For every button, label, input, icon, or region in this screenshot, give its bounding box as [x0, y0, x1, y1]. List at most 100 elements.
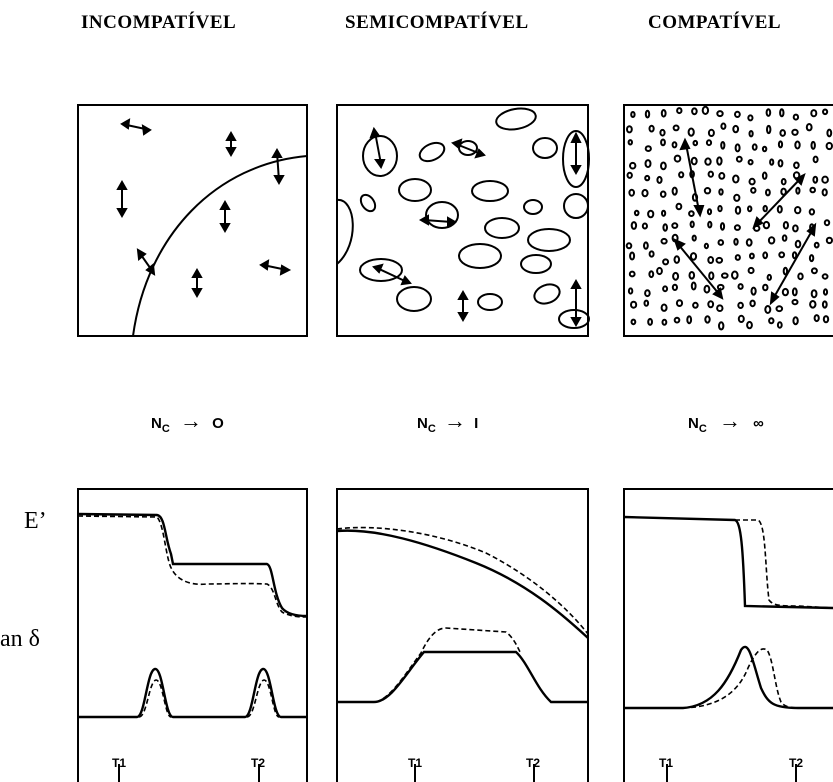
dispersed-particle — [707, 300, 715, 309]
property-panel-incompatible — [77, 488, 308, 782]
dispersed-particle — [793, 161, 800, 170]
dispersed-particle — [762, 283, 769, 292]
dispersed-particle — [629, 161, 637, 170]
dispersed-particle — [733, 193, 741, 202]
dispersed-particle — [717, 239, 725, 246]
tan-delta-curve-dashed — [375, 627, 522, 703]
dispersed-particle — [718, 188, 724, 196]
dispersed-particle — [747, 205, 753, 213]
t2-label-incompatible: T2 — [251, 756, 266, 770]
dispersed-particle — [734, 205, 742, 215]
nc-subscript: C — [698, 423, 707, 435]
dispersed-particle — [779, 129, 786, 137]
dispersed-particle — [673, 154, 682, 163]
dispersed-particle — [721, 272, 729, 279]
dispersed-particle — [813, 241, 820, 249]
dispersed-particle — [661, 209, 667, 217]
dispersed-particle — [688, 210, 695, 217]
dispersed-particle — [812, 175, 819, 184]
dispersed-particle — [777, 159, 784, 168]
dispersed-particle — [671, 141, 678, 149]
dispersed-particle — [675, 299, 684, 308]
dispersed-particle — [821, 175, 829, 184]
dispersed-particle — [647, 317, 654, 326]
dispersed-particle — [732, 124, 740, 134]
dispersed-particle — [630, 300, 638, 309]
dispersed-particle — [630, 221, 638, 230]
nc-value: O — [212, 415, 224, 432]
morphology-panel-incompatible — [77, 104, 308, 337]
dispersed-particle — [707, 256, 715, 264]
dispersed-particle — [821, 188, 828, 197]
dispersed-particle — [748, 177, 756, 186]
t1-label-incompatible: T1 — [112, 756, 127, 770]
dispersed-particle — [703, 187, 712, 195]
dispersed-particle — [703, 284, 711, 294]
dispersed-particle — [826, 128, 833, 138]
dispersed-particle — [626, 125, 633, 134]
dispersed-particle — [761, 171, 768, 180]
dispersed-particle — [707, 220, 713, 229]
dispersed-particle — [792, 316, 799, 326]
dispersed-particle — [737, 314, 745, 323]
dispersed-particle — [716, 304, 724, 312]
dispersed-particle — [689, 252, 698, 261]
dispersed-particle — [776, 321, 783, 329]
dispersed-particle — [810, 267, 818, 275]
dispersed-particle — [718, 172, 726, 180]
dispersed-particle — [690, 156, 698, 166]
dispersed-particle — [781, 234, 788, 242]
dispersed-particle — [750, 187, 757, 194]
dispersed-particle — [660, 109, 667, 118]
dispersed-particle — [764, 305, 772, 314]
dispersed-particle — [633, 209, 640, 217]
title-semicompatible: SEMICOMPATÍVEL — [345, 12, 529, 33]
dispersed-particle — [762, 204, 768, 213]
dispersed-particle — [776, 205, 783, 214]
dispersed-particle — [660, 237, 668, 245]
dispersed-particle — [643, 241, 649, 250]
dispersed-particle — [656, 175, 663, 184]
t2-label-compatible: T2 — [789, 756, 804, 770]
dispersed-particle — [643, 299, 650, 307]
dispersed-particle — [792, 224, 799, 233]
tan-delta-curve-dashed — [138, 679, 280, 718]
dispersed-particle — [648, 270, 655, 279]
dispersed-particle — [704, 315, 711, 324]
dispersed-particle — [761, 145, 768, 153]
dispersed-particle — [767, 236, 776, 245]
dispersed-particle — [704, 157, 712, 166]
title-compatible: COMPATÍVEL — [648, 12, 782, 33]
dispersed-particle — [751, 143, 758, 151]
dispersed-particle — [690, 281, 697, 291]
dispersed-particle — [747, 159, 754, 166]
dispersed-particle — [791, 128, 799, 136]
dispersed-particle — [822, 108, 829, 116]
dispersed-particle — [745, 238, 753, 247]
dispersed-particle — [822, 288, 829, 296]
dispersed-particle — [627, 287, 634, 295]
nc-symbol: N — [151, 415, 162, 432]
arrow-right-icon: → — [718, 408, 741, 433]
dispersed-particle — [809, 300, 817, 309]
dispersed-particle — [825, 236, 833, 245]
dispersed-particle — [660, 138, 666, 147]
dispersed-particle — [675, 202, 683, 211]
dispersed-particle — [805, 123, 813, 132]
dispersed-particle — [733, 237, 739, 246]
modulus-curve-solid — [336, 529, 589, 639]
dispersed-particle — [671, 186, 678, 196]
dispersed-particle — [716, 110, 724, 118]
dispersed-particle — [821, 300, 828, 309]
dispersed-particle — [661, 318, 668, 326]
dispersed-particle — [732, 174, 740, 184]
dispersed-particle — [662, 258, 670, 266]
dispersed-particle — [641, 222, 648, 230]
nc-symbol: N — [417, 415, 428, 432]
dispersed-particle — [792, 113, 800, 121]
nc-label-compatible: NC → ∞ — [688, 408, 764, 435]
dispersed-particle — [673, 316, 681, 324]
dispersed-particle — [797, 272, 804, 281]
dispersed-particle — [687, 127, 695, 137]
tan-delta-curve-solid — [624, 645, 833, 710]
